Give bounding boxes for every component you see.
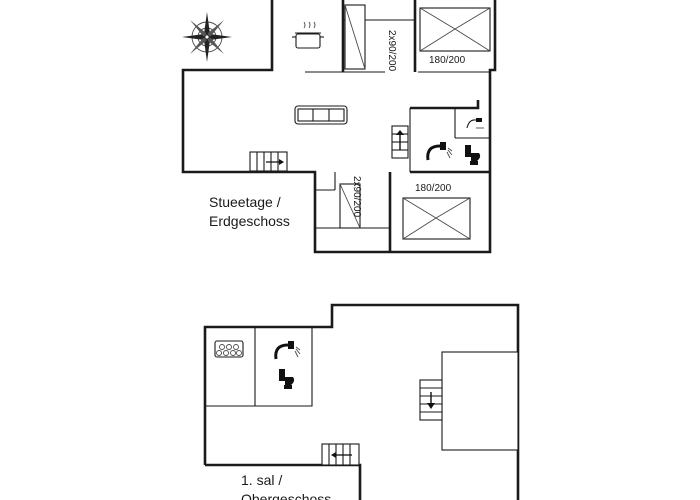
bunk-bed-top (344, 4, 366, 70)
bed-size-top-bunk: 2x90/200 (386, 30, 397, 72)
staircase-down-icon (419, 379, 443, 421)
double-bed-top (419, 7, 491, 52)
ground-floor-name-line2: Erdgeschoss (209, 213, 290, 229)
staircase-icon (321, 443, 360, 466)
ground-floor-outer-wall (181, 0, 497, 254)
staircase-up-icon (391, 125, 409, 159)
upper-floor-name-line2: Obergeschoss (241, 491, 331, 500)
bed-size-top-double: 180/200 (429, 55, 466, 66)
hot-tub-icon (214, 340, 244, 358)
bed-size-bottom-bunk: 2x90/200 (351, 176, 362, 218)
upper-floor-name-line1: 1. sal / (241, 472, 282, 488)
shower-icon (274, 341, 301, 360)
ground-floor-plan: 2x90/200 180/200 (181, 0, 497, 254)
bed-size-bottom-double: 180/200 (415, 183, 452, 194)
upper-floor-outer-wall (203, 303, 520, 500)
compass-icon (182, 12, 232, 62)
sink-icon (466, 118, 484, 129)
toilet-icon (465, 145, 481, 165)
entrance-steps-icon (249, 151, 288, 172)
sofa-icon (294, 105, 348, 125)
toilet-icon (279, 369, 295, 389)
bunk-bed-bottom (339, 183, 361, 229)
double-bed-bottom (402, 197, 471, 240)
upper-floor-plan: 1. sal / Obergeschoss (203, 303, 520, 500)
ground-floor-name-line1: Stueetage / (209, 194, 281, 210)
shower-icon (426, 142, 453, 161)
cooking-pot-icon (292, 21, 324, 49)
